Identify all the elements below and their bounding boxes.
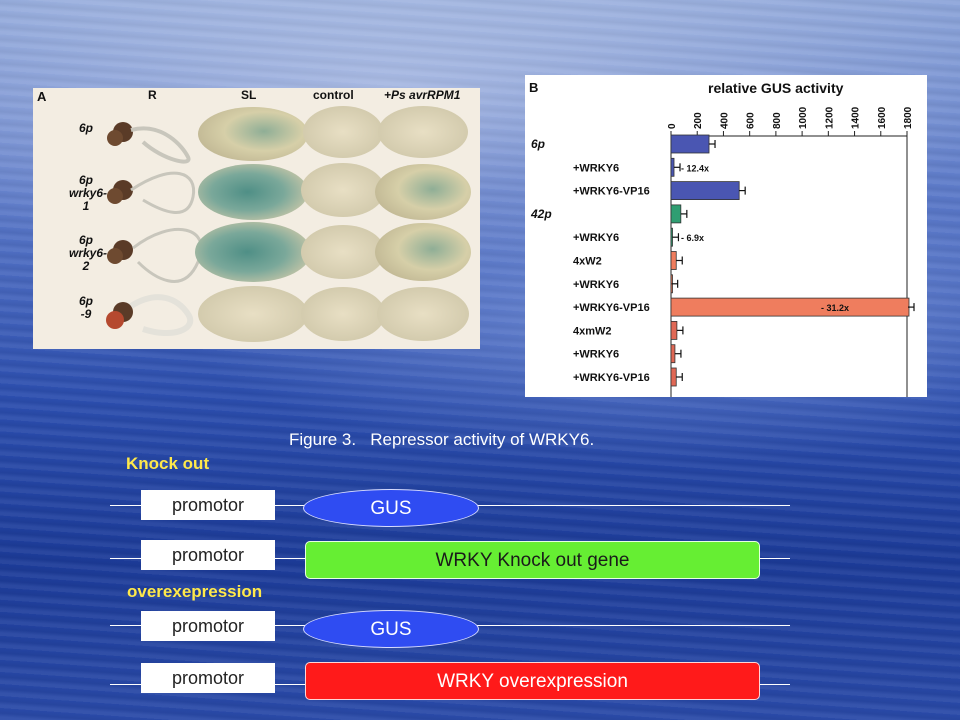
column-header-sl: SL (241, 88, 257, 102)
promotor-box: promotor (141, 611, 275, 641)
promotor-box: promotor (141, 490, 275, 520)
figure-panel-a: A R SL control +Ps avrRPM1 6p 6p wrky6-1… (33, 88, 480, 349)
x-tick-label: 400 (719, 112, 730, 129)
leaf-images (195, 106, 471, 342)
category-label: +WRKY6 (573, 349, 619, 361)
category-label: 4xW2 (573, 256, 602, 268)
category-label: +WRKY6 (573, 162, 619, 174)
gus-reporter: GUS (303, 489, 479, 527)
column-header-ps-avrrpm1: +Ps avrRPM1 (384, 88, 461, 102)
x-tick-label: 1200 (824, 106, 835, 129)
category-label: +WRKY6-VP16 (573, 372, 650, 384)
category-label: 6p (531, 137, 545, 151)
figure-panel-b: B relative GUS activity 0 200 400 600 800 100… (525, 75, 927, 397)
x-tick-label: 0 (667, 123, 678, 129)
bar (670, 251, 677, 270)
seedling-images (106, 122, 203, 336)
bar (670, 157, 675, 177)
plant-images (106, 106, 471, 342)
fold-change-label: - 12.4x (681, 163, 709, 173)
fold-change-label: - 31.2x (821, 303, 849, 313)
chart-title: relative GUS activity (708, 80, 844, 96)
x-tick-label: 800 (772, 112, 783, 129)
caption-label: Figure 3. (289, 430, 357, 449)
fold-change-label: - 6.9x (681, 233, 704, 243)
row-label-wrky6-1: 6p wrky6-1 (69, 173, 108, 213)
promotor-box: promotor (141, 663, 275, 693)
category-label: +WRKY6-VP16 (573, 302, 650, 314)
bar (670, 134, 710, 154)
row-label-line: 6p (78, 121, 93, 135)
chart-frame (670, 135, 908, 397)
column-header-control: control (313, 88, 354, 102)
bar (670, 181, 740, 200)
row-label-line: -9 (80, 307, 92, 321)
promotor-box: promotor (141, 540, 275, 570)
x-tick-label: 1800 (903, 106, 914, 129)
row-label-line: wrky6-1 (69, 186, 108, 213)
gus-activity-chart: 0 200 400 600 800 1000 1200 1400 1600 1800 6p +WRKY… (530, 106, 915, 397)
x-tick-label: 1400 (851, 106, 862, 129)
bar (670, 367, 677, 387)
row-label-6p: 6p (69, 122, 103, 135)
bar (670, 297, 910, 317)
figure-caption: Figure 3. Repressor activity of WRKY6. (289, 430, 594, 450)
row-label-wrky6-2: 6p wrky6-2 (69, 233, 108, 273)
category-label: 4xmW2 (573, 325, 612, 337)
column-header-r: R (148, 88, 157, 102)
overexpression-gene-box: WRKY overexpression (305, 662, 760, 700)
row-label-line: wrky6-2 (69, 246, 108, 273)
category-label: +WRKY6-VP16 (573, 186, 650, 198)
x-tick-label: 200 (693, 112, 704, 129)
knockout-heading: Knock out (126, 454, 210, 473)
row-label-line: 6p (78, 294, 93, 308)
panel-a-letter: A (37, 89, 47, 104)
caption-text: Repressor activity of WRKY6. (370, 430, 595, 449)
row-label-6p-9: 6p -9 (69, 295, 103, 321)
knockout-gene-box: WRKY Knock out gene (305, 541, 760, 579)
category-label: 42p (530, 207, 552, 221)
bar (670, 344, 676, 364)
x-tick-label: 1600 (877, 106, 888, 129)
category-label: +WRKY6 (573, 232, 619, 244)
row-label-line: 6p (78, 173, 93, 187)
overexpression-heading: overexepression (127, 582, 263, 601)
x-tick-label: 1000 (798, 106, 809, 129)
bar (670, 320, 678, 340)
x-tick-label: 600 (746, 112, 757, 129)
panel-b-letter: B (529, 80, 539, 95)
category-label: +WRKY6 (573, 279, 619, 291)
bar (670, 204, 682, 224)
bar (670, 227, 673, 247)
row-label-line: 6p (78, 233, 93, 247)
gus-reporter: GUS (303, 610, 479, 648)
